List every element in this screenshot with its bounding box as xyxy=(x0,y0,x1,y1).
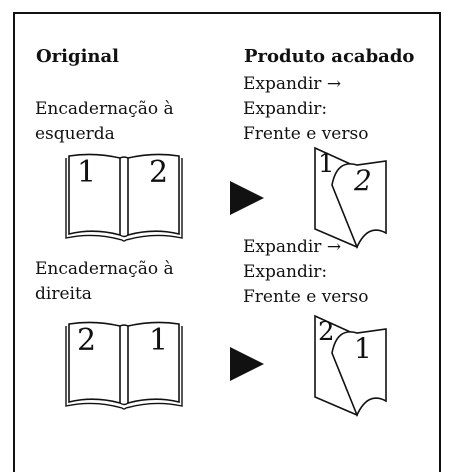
left-binding-label-line1: Encadernação à xyxy=(35,99,174,119)
play-triangle-icon xyxy=(230,347,264,381)
book-left-page-number: 2 xyxy=(77,323,97,358)
book-right-page-number: 1 xyxy=(149,323,169,358)
right-binding-label-line1: Encadernação à xyxy=(35,259,174,279)
finished-product-column-title: Produto acabado xyxy=(244,46,415,67)
left-binding-label-line2: esquerda xyxy=(35,124,115,144)
folded-sheet-icon xyxy=(314,314,387,418)
folded-sheet-icon xyxy=(314,146,387,250)
row1-result-line1: Expandir → xyxy=(243,74,342,94)
open-book-icon xyxy=(65,321,183,410)
book-left-page-number: 1 xyxy=(77,155,97,190)
original-column-title: Original xyxy=(36,46,120,67)
play-triangle-icon xyxy=(230,181,264,215)
row1-result-line3: Frente e verso xyxy=(243,124,369,144)
row2-result-line2: Expandir: xyxy=(243,262,328,282)
open-book-icon xyxy=(65,153,183,242)
figure-frame xyxy=(13,12,441,472)
sheet-front-page-number: 1 xyxy=(354,332,372,365)
right-binding-label-line2: direita xyxy=(35,284,92,304)
sheet-back-page-number: 2 xyxy=(318,317,335,347)
sheet-front-page-number: 2 xyxy=(354,164,372,197)
row2-result-line3: Frente e verso xyxy=(243,287,369,307)
book-right-page-number: 2 xyxy=(149,155,169,190)
row2-result-line1: Expandir → xyxy=(243,237,342,257)
sheet-back-page-number: 1 xyxy=(318,149,335,179)
row1-result-line2: Expandir: xyxy=(243,99,328,119)
